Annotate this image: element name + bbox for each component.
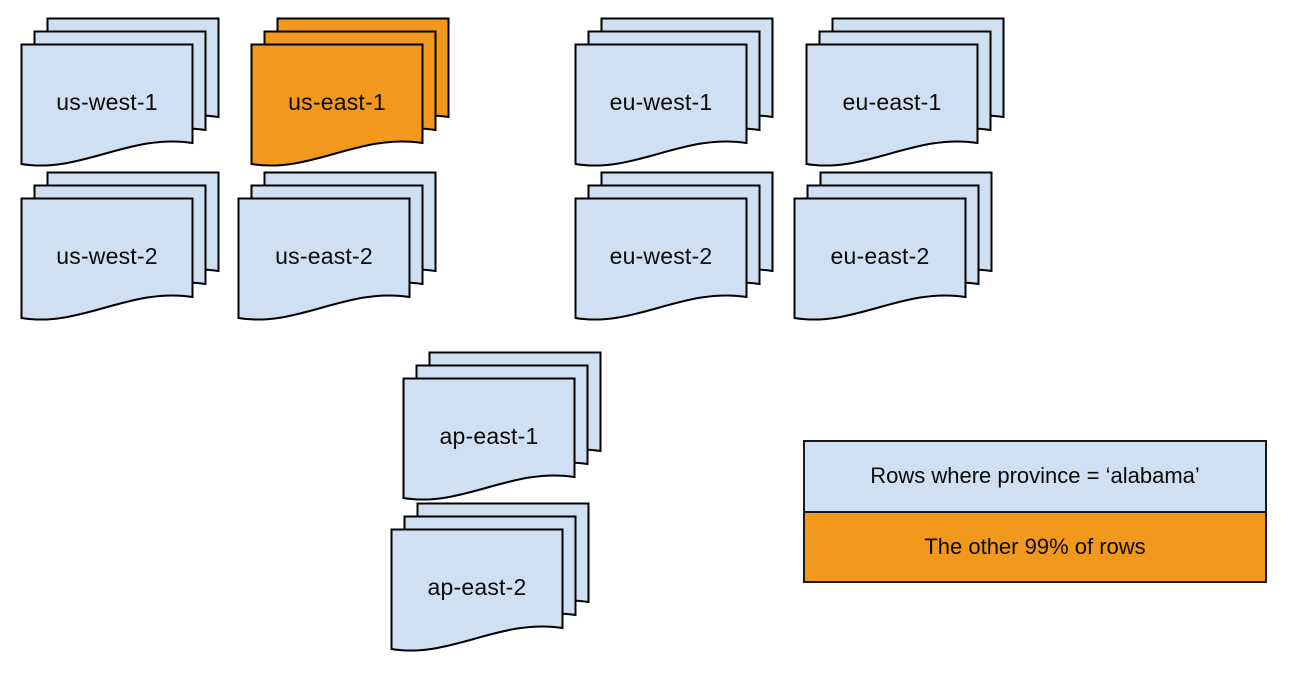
- region-stack-us-west-2: us-west-2: [20, 171, 220, 325]
- document-icon: [805, 43, 979, 167]
- region-stack-eu-west-1: eu-west-1: [574, 17, 774, 171]
- region-stack-us-west-1: us-west-1: [20, 17, 220, 171]
- region-stack-us-east-1: us-east-1: [250, 17, 450, 171]
- document-icon: [574, 43, 748, 167]
- document-icon: [793, 197, 967, 321]
- document-icon: [20, 197, 194, 321]
- legend: Rows where province = ‘alabama’ The othe…: [803, 440, 1267, 583]
- document-icon: [574, 197, 748, 321]
- document-icon: [237, 197, 411, 321]
- region-stack-eu-east-1: eu-east-1: [805, 17, 1005, 171]
- document-icon: [390, 528, 564, 652]
- document-icon: [20, 43, 194, 167]
- region-stack-eu-west-2: eu-west-2: [574, 171, 774, 325]
- region-stack-ap-east-2: ap-east-2: [390, 502, 590, 656]
- legend-item-alabama-rows: Rows where province = ‘alabama’: [805, 442, 1265, 511]
- region-stack-us-east-2: us-east-2: [237, 171, 437, 325]
- region-stack-eu-east-2: eu-east-2: [793, 171, 993, 325]
- legend-item-alabama-rows-label: Rows where province = ‘alabama’: [870, 463, 1200, 489]
- legend-item-other-rows: The other 99% of rows: [805, 510, 1265, 581]
- legend-item-other-rows-label: The other 99% of rows: [924, 533, 1146, 559]
- document-icon: [250, 43, 424, 167]
- document-icon: [402, 377, 576, 501]
- region-stack-ap-east-1: ap-east-1: [402, 351, 602, 505]
